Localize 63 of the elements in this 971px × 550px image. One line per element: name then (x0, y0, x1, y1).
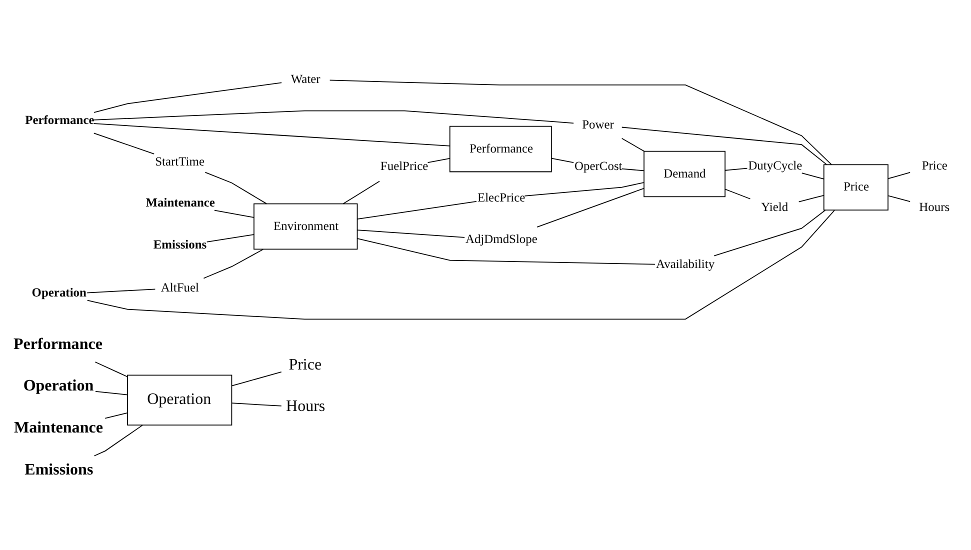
node-text: AdjDmdSlope (465, 232, 538, 246)
connector (550, 157, 574, 162)
node-text: Performance (14, 335, 102, 352)
node-text: OperCost (574, 158, 622, 173)
node-text: Price (288, 356, 322, 373)
connector (214, 209, 254, 218)
node-box: Price (823, 164, 888, 210)
connector (801, 172, 824, 179)
node-text: Maintenance (14, 419, 103, 436)
connector (329, 79, 832, 164)
connector (798, 194, 824, 202)
connector (94, 82, 282, 112)
node-text: Yield (761, 200, 788, 214)
connector (94, 361, 128, 377)
node-text: Hours (286, 398, 326, 415)
connector (93, 132, 155, 154)
node-text: Emissions (24, 460, 94, 478)
connector (94, 122, 450, 146)
node-text: Operation (32, 285, 86, 300)
node-text: Availability (656, 256, 715, 271)
connector (95, 390, 128, 395)
connector (888, 172, 911, 178)
node-text: Power (582, 116, 614, 131)
node-text: FuelPrice (380, 158, 428, 173)
connector (621, 137, 645, 152)
connector (724, 167, 748, 170)
node-text: Hours (919, 200, 950, 214)
connector (342, 180, 380, 204)
connector (724, 188, 751, 199)
connector (86, 288, 156, 293)
connector (104, 412, 128, 418)
node-text: AltFuel (160, 280, 199, 294)
connector (524, 182, 644, 196)
connector (94, 424, 143, 456)
node-text: Performance (25, 112, 94, 126)
connector (888, 194, 911, 202)
node-box: Performance (449, 125, 552, 172)
connector (621, 168, 644, 171)
connector (356, 200, 477, 219)
connector (536, 187, 644, 227)
node-text: Price (922, 158, 948, 172)
node-box: Operation (127, 374, 232, 426)
connector (203, 248, 264, 278)
connector (427, 157, 450, 162)
connector (93, 110, 574, 124)
node-text: StartTime (155, 154, 204, 168)
node-text: Water (290, 71, 320, 86)
connector (356, 229, 465, 238)
connector (357, 238, 656, 264)
node-text: Emissions (153, 237, 207, 252)
connector (204, 171, 267, 204)
node-text: ElecPrice (477, 190, 526, 204)
connector (621, 126, 827, 164)
connector (231, 371, 282, 386)
connector (714, 209, 826, 256)
node-text: DutyCycle (748, 158, 802, 172)
connector (231, 402, 282, 406)
connector (86, 209, 835, 320)
node-text: Operation (23, 377, 94, 394)
node-box: Environment (254, 202, 358, 250)
node-box: Demand (644, 150, 726, 197)
node-text: Maintenance (146, 195, 215, 210)
connector (206, 234, 254, 242)
